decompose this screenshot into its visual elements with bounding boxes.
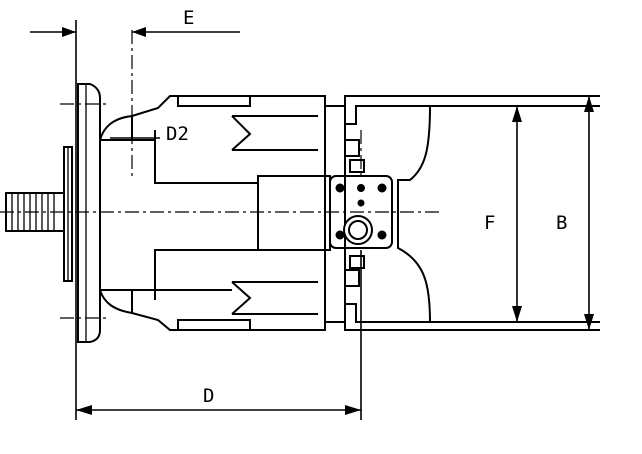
label-b: B xyxy=(556,212,567,234)
label-e: E xyxy=(183,7,194,29)
dimension-b: B xyxy=(556,96,594,330)
dimension-e: E xyxy=(30,7,240,420)
label-f: F xyxy=(484,212,495,234)
pilot-spigot xyxy=(63,146,73,282)
dimension-d: D xyxy=(76,250,362,420)
pump-outline xyxy=(5,83,600,343)
dimension-f: F xyxy=(484,106,522,322)
dimension-d2: D2 xyxy=(110,123,189,145)
label-d2: D2 xyxy=(166,123,189,145)
mounting-flange xyxy=(77,83,101,343)
rear-cover xyxy=(345,105,432,323)
center-lines xyxy=(0,30,440,319)
housing-lower xyxy=(99,289,600,331)
label-d: D xyxy=(203,385,214,407)
